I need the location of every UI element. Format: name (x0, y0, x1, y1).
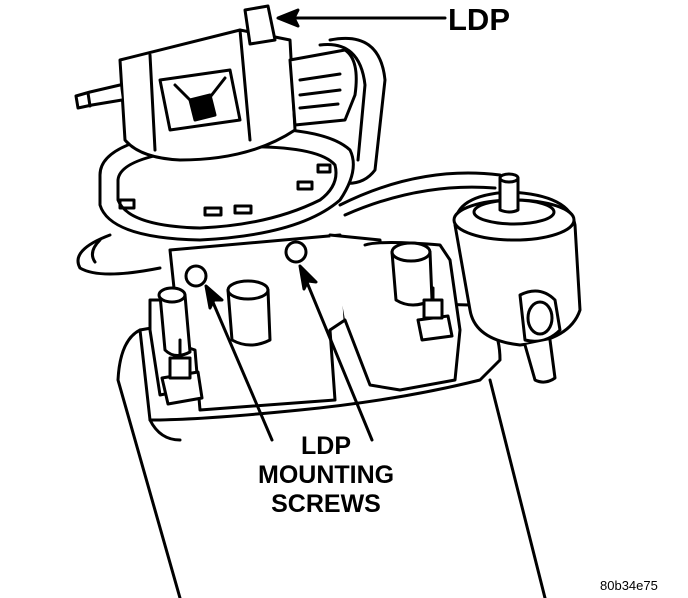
right-screw-leader-arrow (298, 264, 374, 442)
ldp-label: LDP (448, 2, 510, 37)
left-stud-nut (160, 338, 204, 406)
right-outlet-tube (390, 241, 434, 307)
ldp-leader-arrow (276, 8, 447, 28)
screws-label-line-1: LDP (301, 432, 351, 460)
canister-filter (452, 172, 582, 384)
screws-label-line-3: SCREWS (271, 490, 381, 518)
left-outlet-tube (157, 286, 192, 357)
left-screw-leader-arrow (204, 284, 274, 442)
right-stud-nut (416, 286, 454, 342)
ldp-pump (74, 4, 358, 242)
figure-code: 80b34e75 (600, 578, 658, 593)
middle-outlet-tube (226, 279, 272, 347)
ldp-mounting-screws-label: LDP MOUNTING SCREWS (258, 432, 394, 519)
mounting-screw-right (284, 240, 308, 264)
mounting-screw-left (184, 264, 208, 288)
screws-label-line-2: MOUNTING (258, 461, 395, 489)
vacuum-hose (76, 36, 502, 276)
